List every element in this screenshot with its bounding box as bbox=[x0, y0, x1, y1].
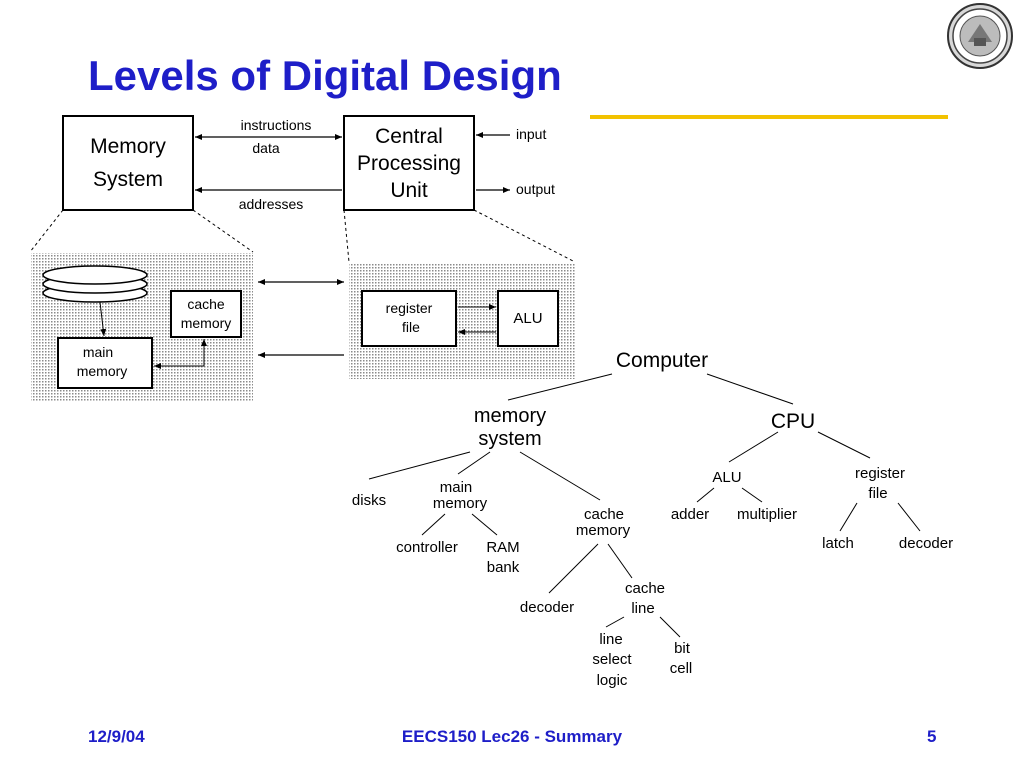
memory-system-label-2: System bbox=[93, 168, 163, 191]
tree-computer: Computer bbox=[616, 349, 708, 372]
tree-cache-memory-2: memory bbox=[576, 522, 631, 539]
main-memory-label-2: memory bbox=[77, 363, 128, 379]
output-label: output bbox=[516, 181, 555, 197]
tree-ram-1: RAM bbox=[486, 539, 519, 556]
register-file-label-1: register bbox=[386, 300, 433, 316]
tree-line-select-logic-1: line bbox=[599, 631, 622, 648]
slide-title: Levels of Digital Design bbox=[88, 52, 562, 99]
alu-box bbox=[497, 290, 559, 347]
main-memory-label-1: main bbox=[83, 344, 113, 360]
tree-line-select-logic-2: select bbox=[592, 651, 632, 668]
cpu-box bbox=[343, 115, 475, 211]
input-label: input bbox=[516, 126, 546, 142]
zoom-line bbox=[473, 209, 576, 263]
footer-date: 12/9/04 bbox=[88, 727, 145, 746]
tree-decoder-cache: decoder bbox=[520, 599, 574, 616]
cpu-label-2: Processing bbox=[357, 152, 461, 175]
bus-addresses-label: addresses bbox=[239, 196, 304, 212]
tree-cache-memory-1: cache bbox=[584, 506, 624, 523]
tree-cache-line-1: cache bbox=[625, 580, 665, 597]
disk-to-main-arrow bbox=[99, 301, 107, 337]
tree-main-memory-2: memory bbox=[433, 495, 488, 512]
tree-controller: controller bbox=[396, 539, 458, 556]
cpu-label-3: Unit bbox=[390, 179, 428, 202]
tree-disks: disks bbox=[352, 492, 386, 509]
cpu-label-1: Central bbox=[375, 125, 443, 148]
main-memory-box bbox=[57, 337, 153, 389]
disk-stack bbox=[42, 265, 148, 303]
cache-memory-box bbox=[170, 290, 242, 338]
tree-edges bbox=[368, 373, 921, 638]
bus-instructions-label: instructions bbox=[241, 117, 312, 133]
university-seal-logo bbox=[947, 3, 1013, 69]
tree-memory-system-2: system bbox=[478, 428, 541, 450]
alu-label: ALU bbox=[513, 310, 542, 327]
bus-data-label: data bbox=[252, 140, 279, 156]
tree-main-memory-1: main bbox=[440, 479, 473, 496]
tree-adder: adder bbox=[671, 506, 709, 523]
tree-cache-line-2: line bbox=[631, 600, 654, 617]
tree-register-file-1: register bbox=[855, 465, 905, 482]
tree-ram-2: bank bbox=[487, 559, 520, 576]
cache-memory-label-1: cache bbox=[187, 296, 225, 312]
cache-main-connector bbox=[154, 339, 207, 369]
tree-latch: latch bbox=[822, 535, 854, 552]
title-rule bbox=[590, 115, 948, 119]
memory-system-box bbox=[62, 115, 194, 211]
footer-page-number: 5 bbox=[927, 727, 937, 746]
register-file-box bbox=[361, 290, 457, 347]
tree-alu: ALU bbox=[712, 469, 741, 486]
cache-memory-label-2: memory bbox=[181, 315, 232, 331]
tree-bit-cell-1: bit bbox=[674, 640, 691, 657]
register-file-label-2: file bbox=[402, 319, 420, 335]
tree-bit-cell-2: cell bbox=[670, 660, 693, 677]
footer-course: EECS150 Lec26 - Summary bbox=[401, 727, 623, 746]
memory-system-label-1: Memory bbox=[90, 135, 166, 158]
tree-decoder-reg: decoder bbox=[899, 535, 953, 552]
zoom-line bbox=[343, 209, 350, 263]
zoom-line bbox=[192, 209, 254, 253]
tree-cpu: CPU bbox=[771, 410, 815, 433]
tree-register-file-2: file bbox=[868, 485, 887, 502]
zoom-line bbox=[29, 209, 64, 253]
tree-line-select-logic-3: logic bbox=[597, 672, 628, 689]
tree-memory-system-1: memory bbox=[474, 405, 546, 427]
tree-multiplier: multiplier bbox=[737, 506, 797, 523]
